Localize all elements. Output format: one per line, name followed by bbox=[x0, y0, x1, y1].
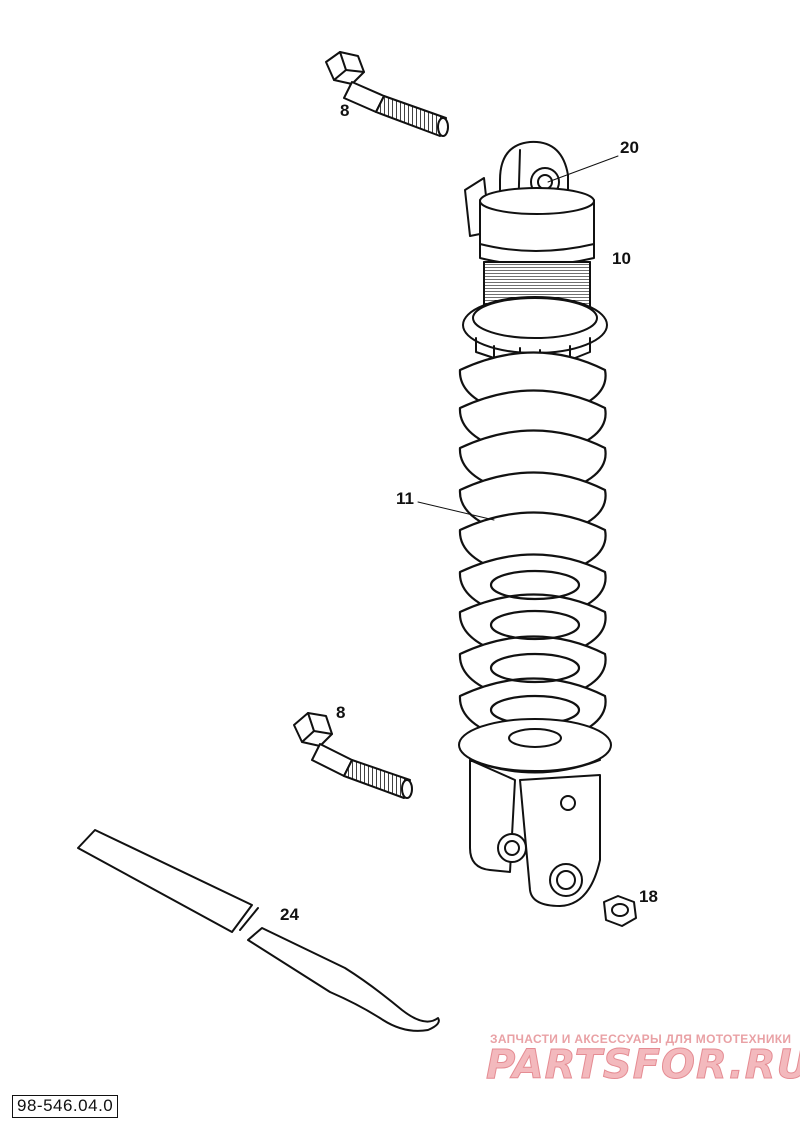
callout-spring: 11 bbox=[396, 489, 414, 508]
callout-bolt-bottom: 8 bbox=[336, 703, 346, 722]
callout-spanner: 24 bbox=[280, 905, 299, 924]
lower-clevis bbox=[458, 718, 612, 907]
document-id: 98-546.04.0 bbox=[12, 1095, 119, 1118]
leader-lines bbox=[417, 155, 619, 521]
watermark-tagline: ЗАПЧАСТИ И АКСЕССУАРЫ ДЛЯ МОТОТЕХНИКИ bbox=[490, 1032, 792, 1046]
callout-eye-bushing: 20 bbox=[620, 138, 639, 157]
callout-nut: 18 bbox=[639, 887, 658, 906]
nut bbox=[603, 895, 637, 927]
spanner bbox=[77, 829, 440, 1032]
spring bbox=[458, 351, 607, 748]
watermark-logo: PARTSFOR.RU bbox=[485, 1042, 800, 1089]
callout-shock-absorber: 10 bbox=[612, 249, 631, 268]
bolt-bottom bbox=[293, 712, 413, 799]
bolt-top bbox=[325, 51, 449, 137]
callout-bolt-top: 8 bbox=[340, 101, 350, 120]
